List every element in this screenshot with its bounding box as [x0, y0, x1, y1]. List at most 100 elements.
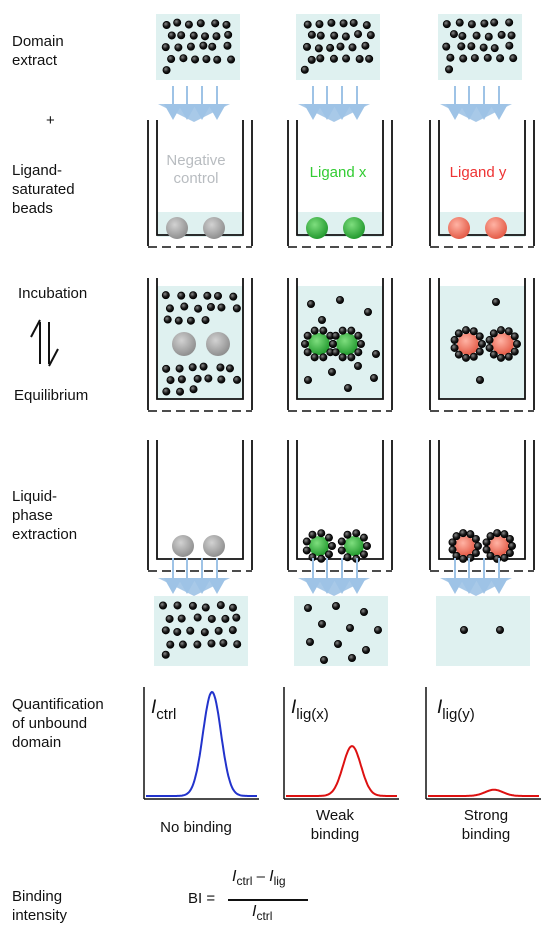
bead [343, 217, 365, 239]
well-inner-wall [438, 278, 526, 400]
domain-molecule [224, 30, 233, 39]
domain-molecule [366, 31, 375, 40]
domain-molecule [359, 533, 368, 542]
domain-molecule [469, 352, 478, 361]
domain-molecule [232, 304, 241, 313]
domain-molecule [452, 551, 461, 560]
domain-molecule [513, 339, 522, 348]
domain-molecule [470, 54, 479, 63]
domain-molecule [489, 329, 498, 338]
domain-molecule [316, 31, 325, 40]
domain-molecule [505, 534, 514, 543]
domain-molecule [319, 656, 328, 665]
domain-molecule [450, 343, 459, 352]
step-label-liquid-phase-extraction: Liquid- phase extraction [12, 488, 78, 543]
domain-molecule [497, 326, 506, 335]
domain-molecule [485, 343, 494, 352]
domain-molecule [310, 326, 319, 335]
domain-molecule [356, 339, 365, 348]
domain-molecule [186, 316, 195, 325]
domain-molecule [339, 19, 348, 28]
domain-molecule [163, 315, 172, 324]
well-inner-wall [156, 440, 244, 560]
domain-molecule [179, 54, 188, 63]
arrow-tip [475, 104, 493, 120]
bead [492, 333, 514, 355]
domain-molecule [199, 362, 208, 371]
domain-molecule [202, 55, 211, 64]
bead [172, 332, 196, 356]
domain-molecule [496, 54, 505, 63]
domain-molecule [203, 291, 212, 300]
well-inner-wall [156, 278, 244, 400]
domain-molecule [206, 302, 215, 311]
harpoon-head [48, 348, 59, 367]
transfer-arrows [158, 558, 230, 596]
domain-molecule [161, 43, 170, 52]
arrow-tip [304, 104, 322, 120]
domain-molecule [302, 537, 311, 546]
harpoon-head [30, 319, 41, 338]
domain-molecule [306, 299, 315, 308]
outcome-strong-binding: Strong binding [461, 807, 511, 843]
domain-molecule [233, 640, 242, 649]
domain-molecule [303, 604, 312, 613]
domain-molecule [303, 375, 312, 384]
domain-molecule [355, 55, 364, 64]
plot-label-lig-x: Ilig(x) [291, 697, 329, 723]
well-label-ligand-y: Ligand y [449, 164, 507, 181]
domain-molecule [177, 31, 186, 40]
bead [457, 333, 479, 355]
domain-molecule [466, 553, 475, 562]
domain-molecule [327, 367, 336, 376]
domain-molecule [466, 530, 475, 539]
domain-molecule [227, 55, 236, 64]
domain-molecule [331, 602, 340, 611]
domain-molecule [349, 18, 358, 27]
well-ligand-beads [429, 120, 535, 248]
domain-molecule [176, 387, 185, 396]
domain-molecule [221, 614, 230, 623]
domain-molecule [485, 336, 494, 345]
bead [172, 535, 194, 557]
domain-molecule [212, 32, 221, 41]
domain-molecule [214, 291, 223, 300]
well-inner-wall [296, 278, 384, 400]
domain-molecule [222, 20, 231, 29]
domain-molecule [314, 44, 323, 53]
domain-molecule [337, 537, 346, 546]
domain-molecule [449, 30, 458, 39]
domain-molecule [507, 31, 516, 40]
plot-label-lig-y: Ilig(y) [437, 697, 475, 723]
domain-molecule [338, 353, 347, 362]
domain-molecule [161, 650, 170, 659]
transfer-arrows [298, 558, 370, 596]
domain-molecule [219, 639, 228, 648]
domain-molecule [166, 376, 175, 385]
domain-molecule [177, 614, 186, 623]
domain-molecule [477, 339, 486, 348]
domain-molecule [445, 65, 454, 74]
domain-molecule [337, 546, 346, 555]
well-inner-wall [156, 120, 244, 236]
domain-molecule [336, 42, 345, 51]
domain-molecule [317, 554, 326, 563]
step-label-quantification: Quantification of unbound domain [12, 696, 104, 751]
domain-molecule [173, 627, 182, 636]
plot-curve [428, 788, 539, 797]
domain-molecule [307, 55, 316, 64]
arrow-tip [208, 578, 226, 594]
domain-molecule [500, 553, 509, 562]
domain-molecule [196, 19, 205, 28]
domain-molecule [459, 626, 468, 635]
domain-molecule [369, 373, 378, 382]
bead [308, 333, 330, 355]
domain-molecule [307, 30, 316, 39]
domain-molecule [303, 331, 312, 340]
domain-molecule [359, 550, 368, 559]
domain-molecule [442, 20, 451, 29]
domain-molecule [316, 54, 325, 63]
domain-molecule [469, 327, 478, 336]
domain-molecule [341, 32, 350, 41]
domain-molecule [194, 304, 203, 313]
